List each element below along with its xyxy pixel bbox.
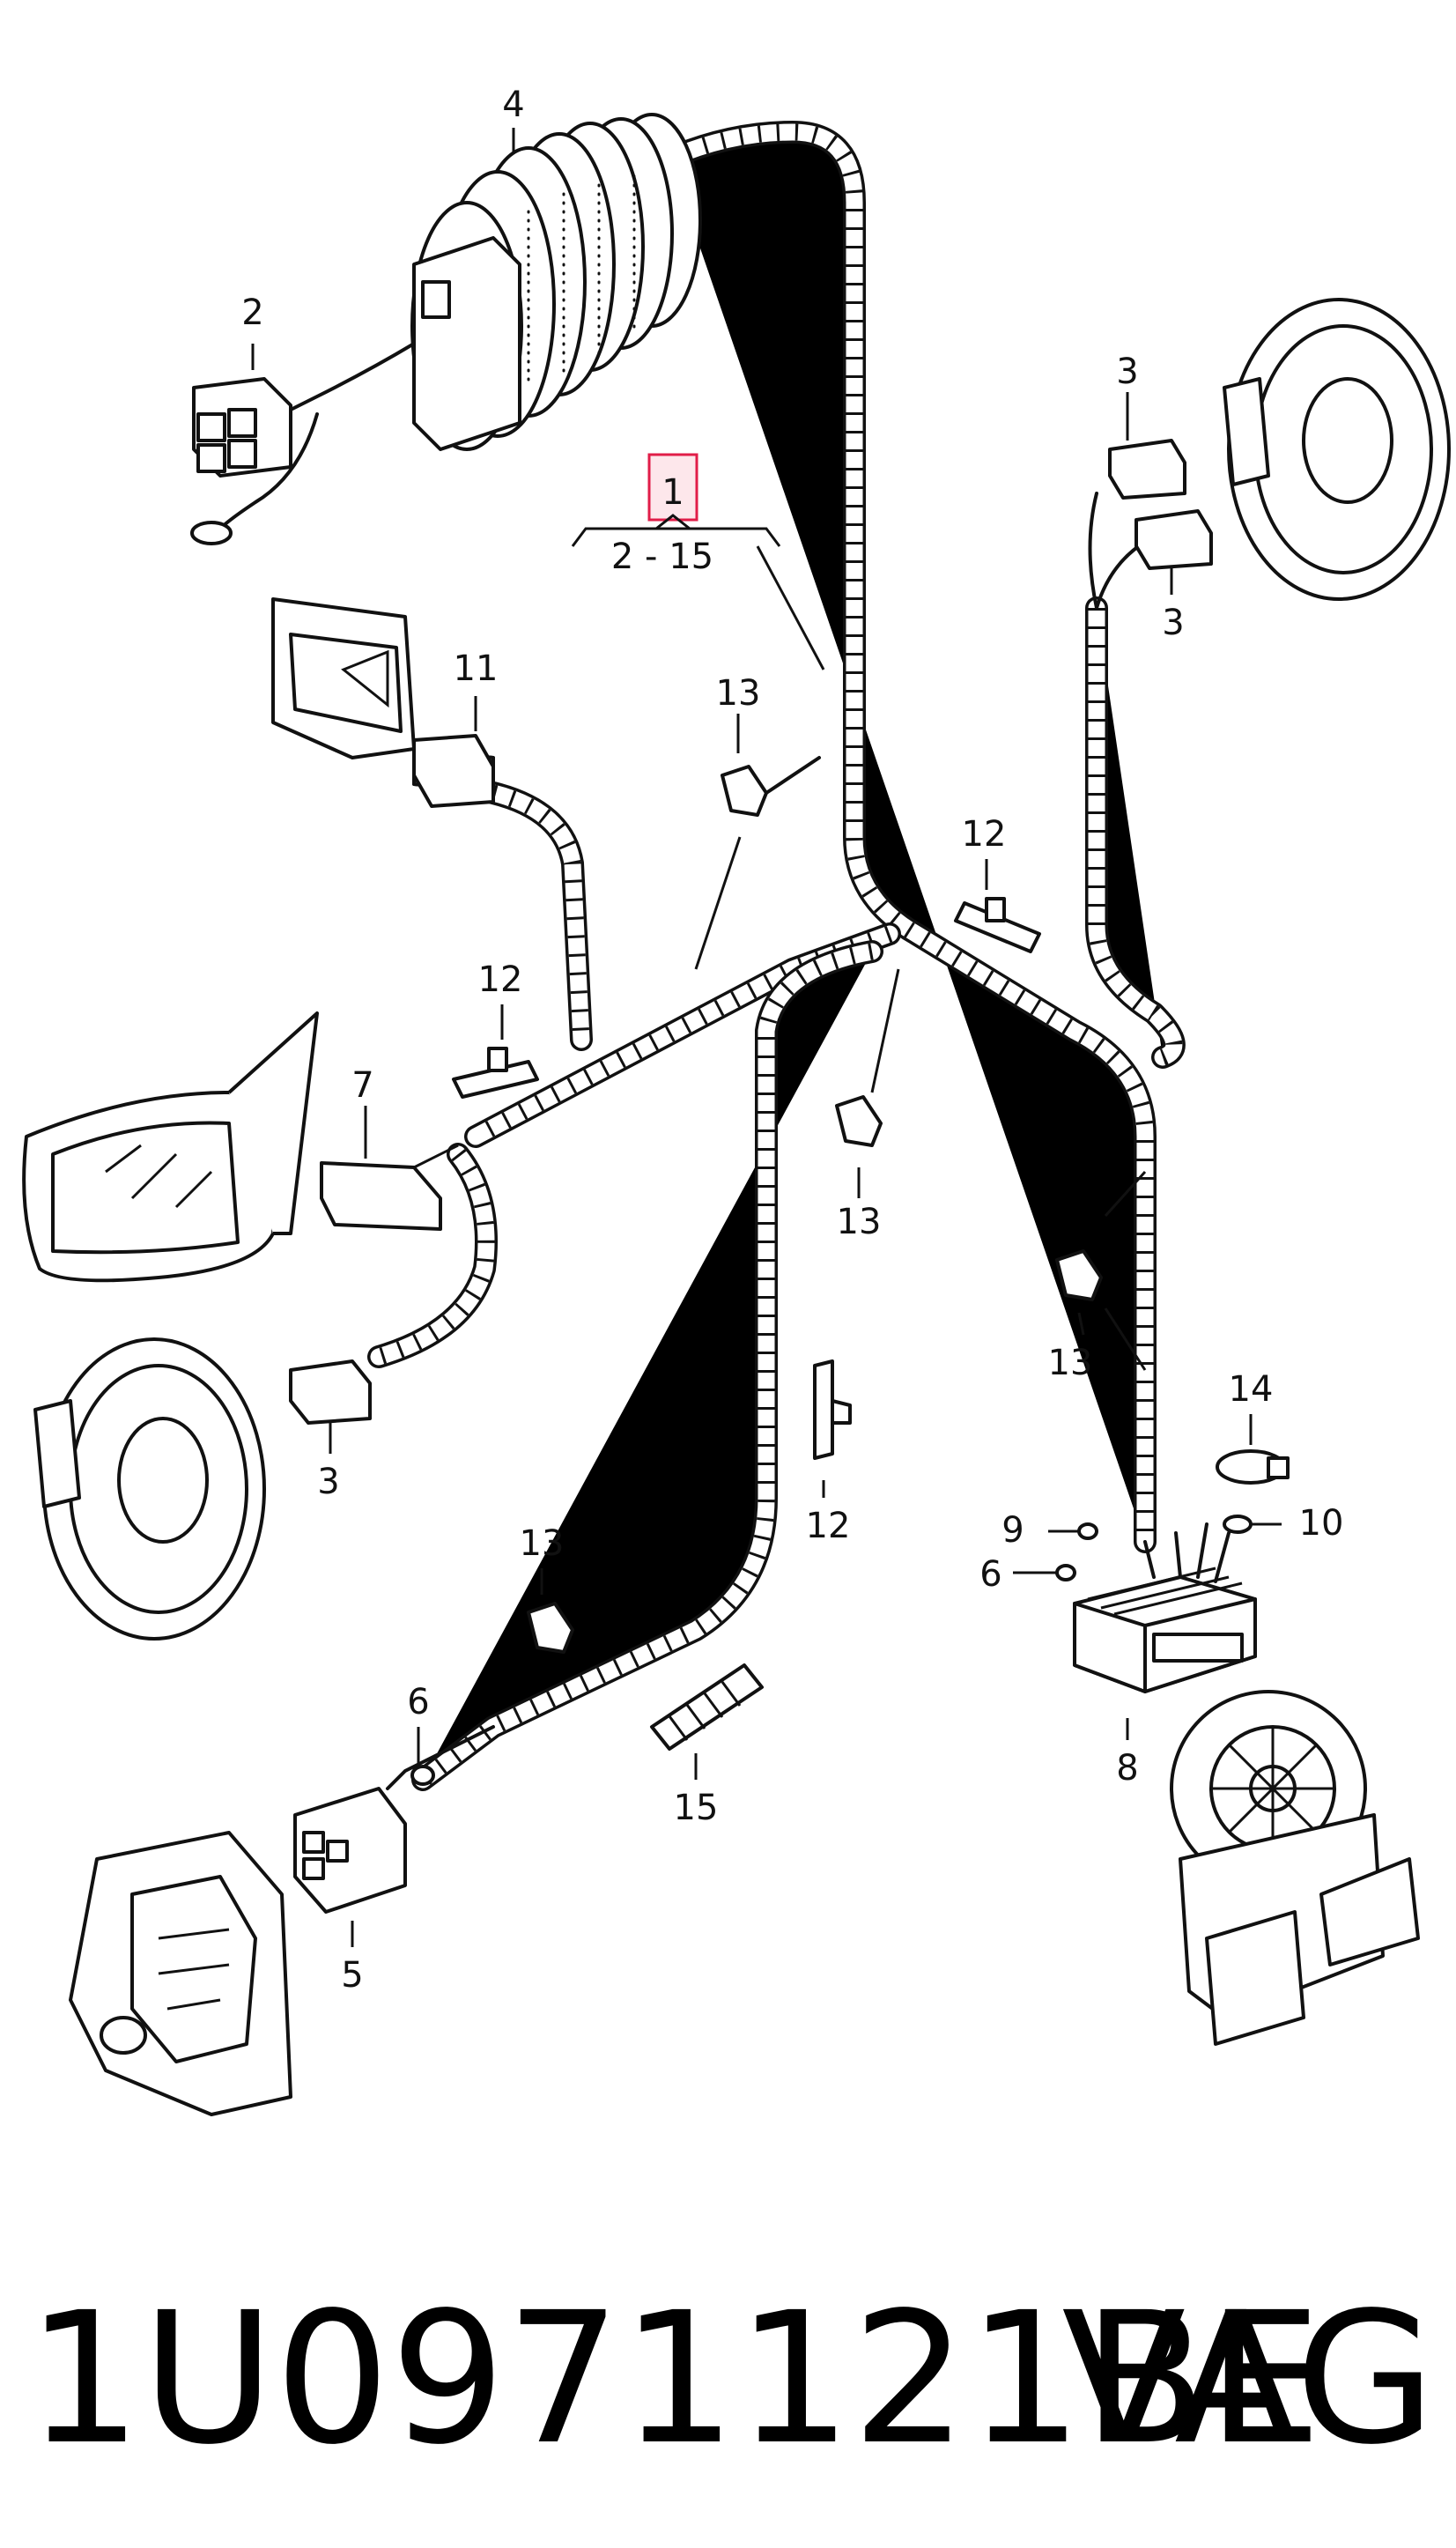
- main-callout-number: 1: [661, 472, 684, 513]
- label-clip-13-right: 13: [1048, 1343, 1093, 1383]
- harness-layers: [367, 132, 1174, 1780]
- lock-connector: [293, 1725, 495, 1914]
- caption: 1U0971121BE VAG: [26, 2273, 1436, 2485]
- main-callout-highlight: [647, 453, 698, 522]
- contact-10: [1223, 1515, 1282, 1534]
- contact-9: [1048, 1522, 1098, 1540]
- mirror-connector: [320, 1144, 459, 1231]
- main-connector: [190, 342, 416, 545]
- label-mirror-connector: 7: [351, 1065, 373, 1106]
- wiring-harness-diagram: 1 2 - 15 4 2 11 7 13 12 12 13 13 12 13 3…: [22, 85, 1451, 2116]
- clip-12-left: [452, 1047, 539, 1099]
- brand: VAG: [1061, 2273, 1436, 2485]
- label-clip-12-upper: 12: [962, 814, 1007, 855]
- label-control-unit-connector: 8: [1116, 1748, 1138, 1789]
- clip-13-center: [835, 1095, 883, 1147]
- sleeve: [650, 1663, 764, 1751]
- label-contact-9: 9: [1001, 1510, 1024, 1551]
- label-door-boot: 4: [502, 85, 524, 125]
- label-tweeter-connector-top: 3: [1116, 352, 1138, 392]
- label-clip-13-lower: 13: [520, 1523, 565, 1564]
- callout-labels: 4 2 11 7 13 12 12 13 13 12 13 3 3 3 6 6 …: [241, 85, 1343, 1996]
- label-speaker-connector: 3: [317, 1462, 339, 1502]
- control-unit-connector: [1073, 1522, 1257, 1693]
- door-boot: [410, 113, 702, 451]
- side-mirror: [22, 1011, 319, 1283]
- tweeter-connector-top: [1088, 439, 1186, 610]
- speaker-right: [1223, 298, 1451, 601]
- clip-13-right: [1055, 1249, 1103, 1301]
- label-main-connector: 2: [241, 293, 263, 333]
- label-contact-6-lower: 6: [979, 1554, 1001, 1595]
- door-lock: [69, 1831, 292, 2116]
- contact-6-right: [1013, 1564, 1076, 1581]
- label-sleeve: 15: [674, 1788, 719, 1828]
- main-callout-range: 2 - 15: [611, 537, 713, 577]
- part-number: 1U0971121BE: [26, 2273, 1322, 2485]
- label-switch-connector: 11: [454, 648, 499, 689]
- clip-12-vertical: [813, 1359, 852, 1460]
- leader-lines: [251, 128, 1253, 1947]
- label-contact-6-upper: 6: [407, 1682, 429, 1722]
- speaker-connector-left: [289, 1359, 372, 1425]
- label-clip-12-left: 12: [478, 959, 523, 1000]
- clip-13-upper: [721, 756, 821, 817]
- main-callout: 1 2 - 15: [571, 453, 781, 577]
- label-contact-10: 10: [1299, 1503, 1344, 1544]
- clip-13-lower: [527, 1602, 574, 1654]
- label-clip-12-vertical: 12: [806, 1506, 851, 1546]
- label-clip-13-upper: 13: [716, 673, 761, 714]
- speaker-left: [33, 1337, 266, 1641]
- label-cable-tie: 14: [1229, 1369, 1274, 1410]
- cable-tie: [1216, 1449, 1290, 1485]
- label-clip-13-center: 13: [837, 1202, 882, 1242]
- window-motor: [1170, 1690, 1420, 2046]
- switch-connector: [412, 734, 495, 808]
- label-tweeter-connector-bottom: 3: [1162, 603, 1184, 643]
- label-lock-connector: 5: [341, 1955, 363, 1996]
- tweeter-connector-bottom: [1095, 509, 1213, 610]
- clip-12-upper: [954, 897, 1041, 953]
